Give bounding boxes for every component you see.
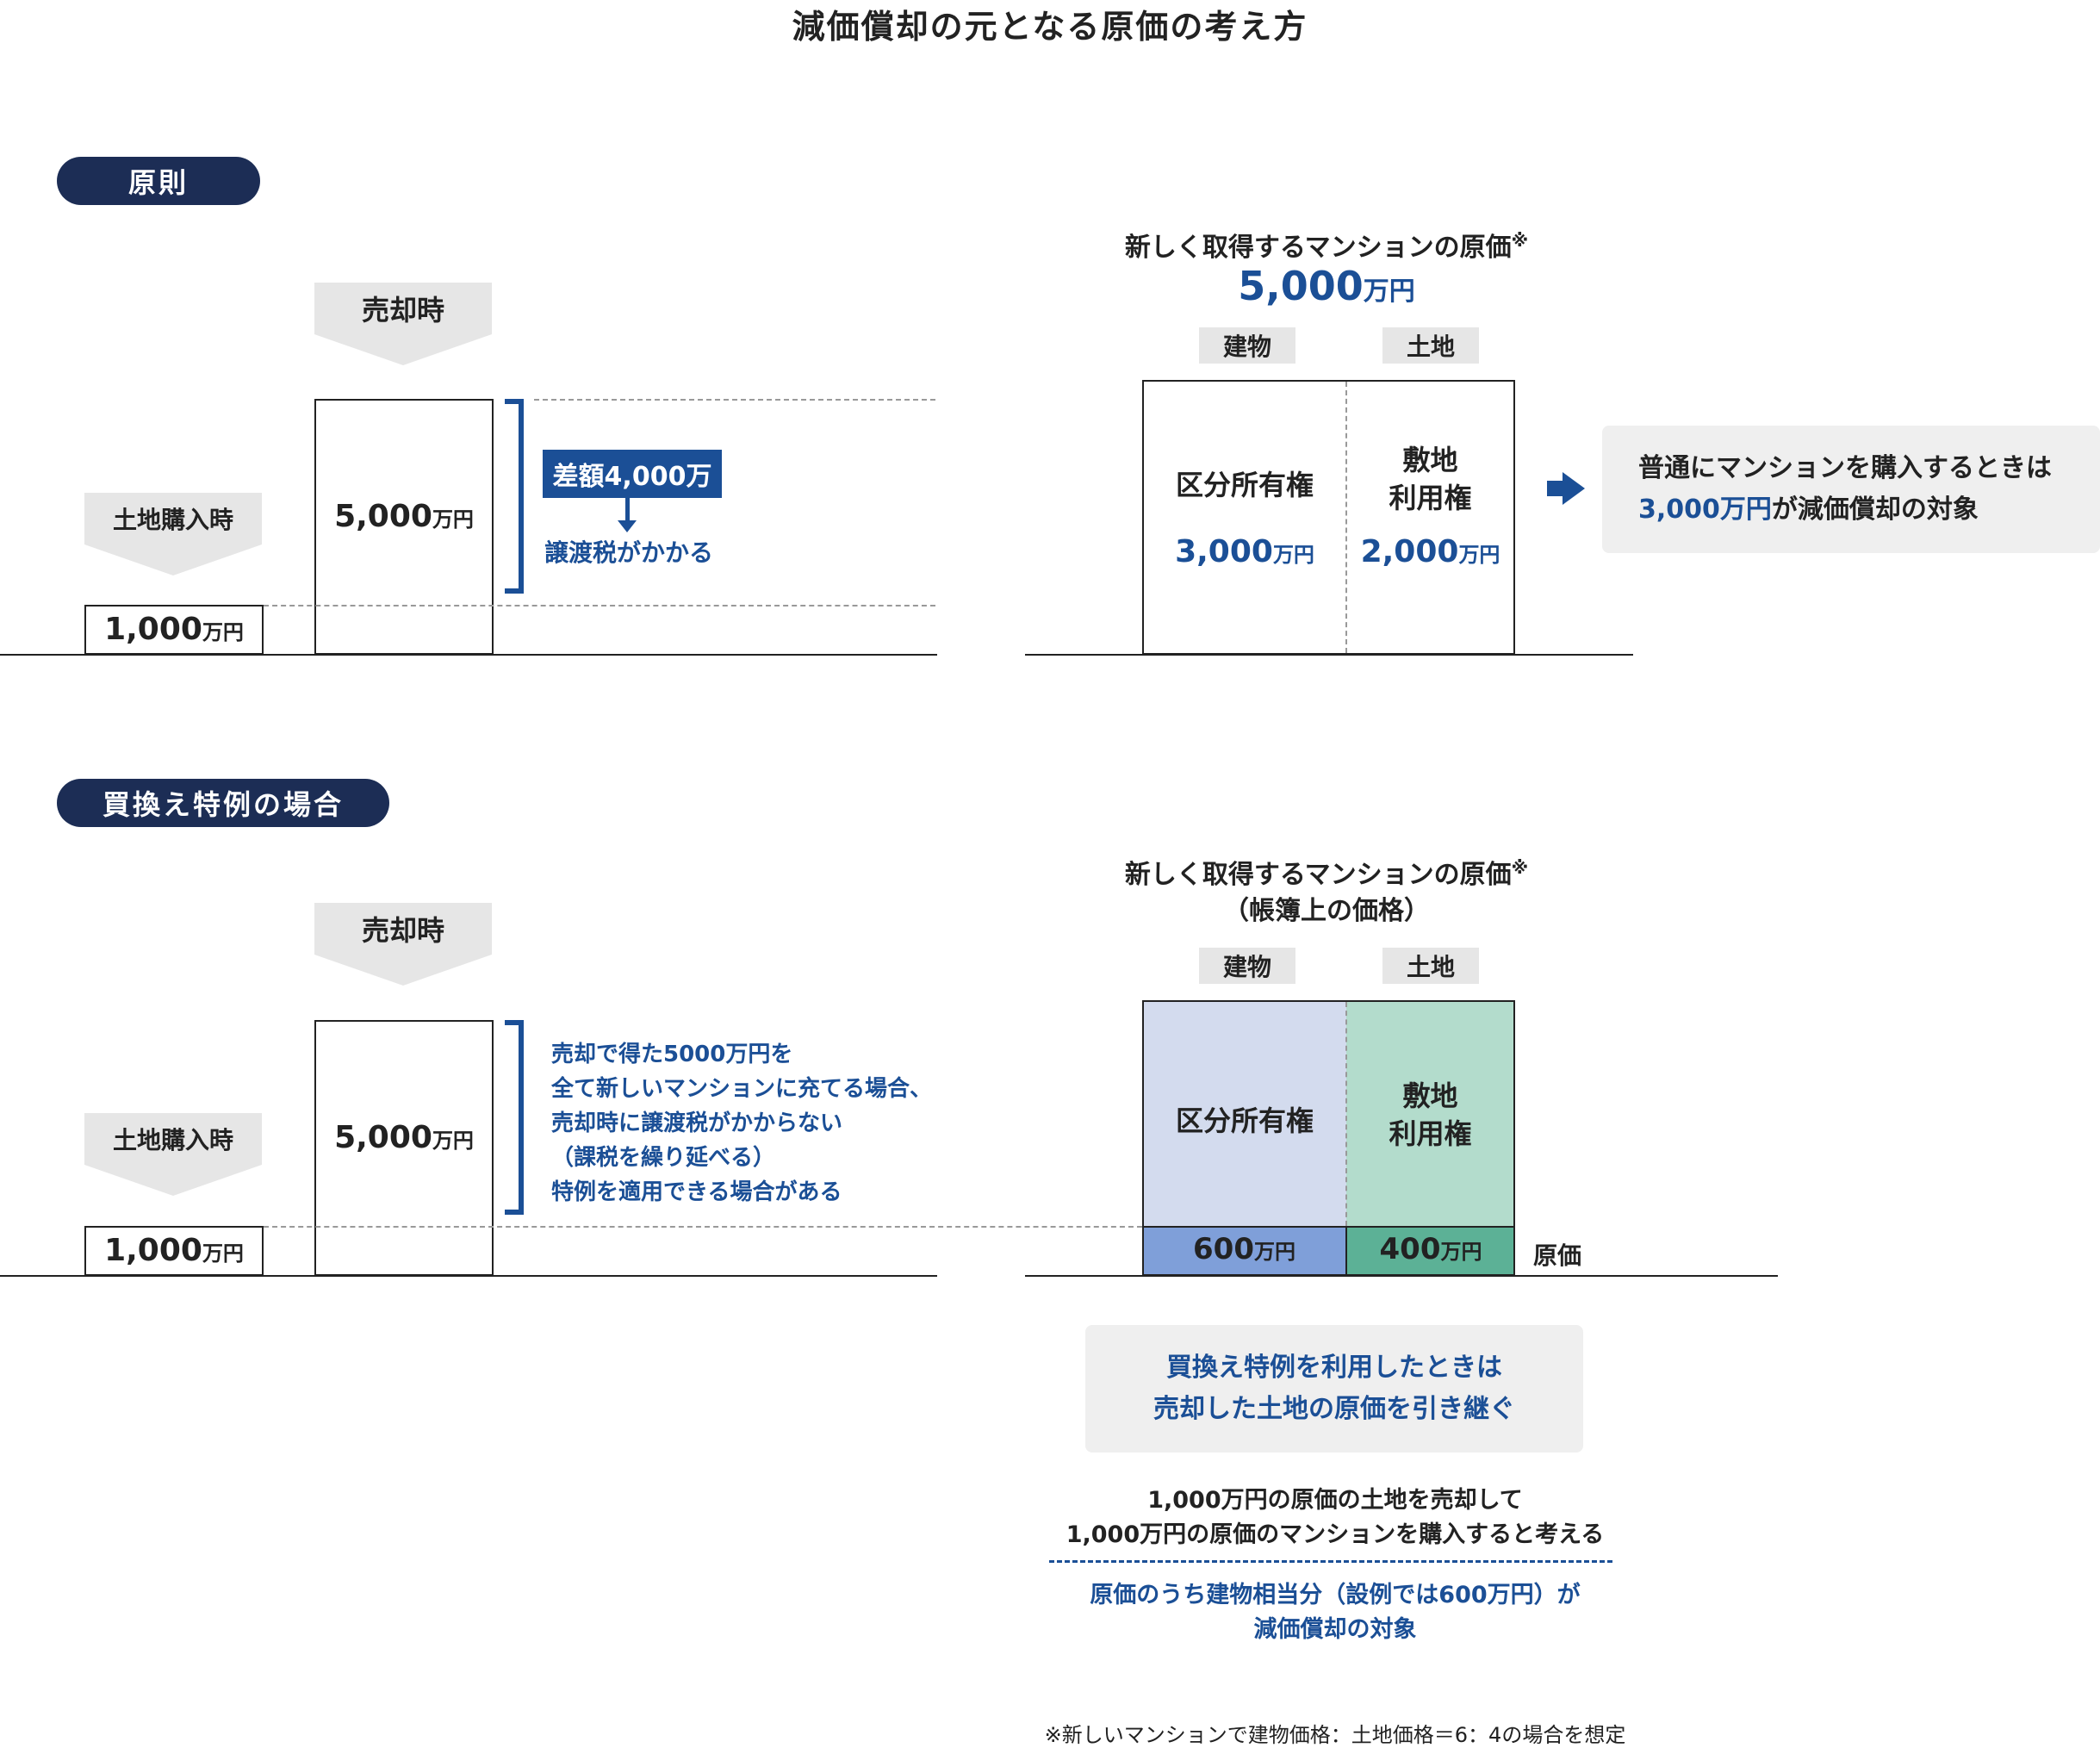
sale-banner-arrow bbox=[314, 334, 492, 365]
land-purchase-banner-arrow bbox=[84, 544, 262, 575]
land-cost-fill bbox=[1346, 1227, 1515, 1275]
condo-divider bbox=[1345, 382, 1347, 653]
land-right-label: 敷地利用権 bbox=[1389, 444, 1472, 514]
land-purchase-banner: 土地購入時 bbox=[84, 493, 262, 544]
sale-value-2: 5,000万円 bbox=[334, 1120, 474, 1155]
building-cost-value: 600万円 bbox=[1193, 1232, 1295, 1266]
bracket bbox=[505, 399, 524, 594]
sale-box: 5,000万円 bbox=[314, 399, 494, 655]
diff-label: 差額4,000万 bbox=[543, 450, 722, 498]
special-description: 売却で得た5000万円を 全て新しいマンションに充てる場合、 売却時に譲渡税がか… bbox=[551, 1042, 933, 1205]
special-note-line1: 買換え特例を利用したときは bbox=[1166, 1353, 1502, 1383]
condo-divider-2 bbox=[1345, 1002, 1347, 1226]
land-right-label-2: 敷地利用権 bbox=[1389, 1079, 1472, 1150]
special-note-line2: 売却した土地の原価を引き継ぐ bbox=[1153, 1394, 1515, 1424]
cost-mid-divider bbox=[1345, 1227, 1347, 1275]
land-tag-2: 土地 bbox=[1382, 948, 1479, 984]
sale-value: 5,000万円 bbox=[334, 499, 474, 534]
ground-line-left bbox=[0, 654, 937, 656]
land-purchase-box-2: 1,000万円 bbox=[84, 1226, 264, 1276]
sale-box-2: 5,000万円 bbox=[314, 1020, 494, 1276]
note-box-special: 買換え特例を利用したときは 売却した土地の原価を引き継ぐ bbox=[1085, 1325, 1583, 1453]
new-cost-subtitle-2: （帳簿上の価格） bbox=[1223, 896, 1430, 926]
section-pill-special: 買換え特例の場合 bbox=[57, 779, 389, 827]
building-fill bbox=[1142, 1000, 1346, 1227]
building-label: 区分所有権 bbox=[1175, 469, 1314, 501]
land-cost-value: 400万円 bbox=[1379, 1232, 1482, 1266]
down-arrow-icon bbox=[618, 520, 637, 532]
building-tag: 建物 bbox=[1199, 327, 1295, 364]
note-line1: 普通にマンションを購入するときは bbox=[1638, 453, 2052, 483]
land-purchase-value: 1,000万円 bbox=[104, 612, 244, 647]
note-line2: 3,000万円が減価償却の対象 bbox=[1638, 495, 1979, 525]
sale-banner-2: 売却時 bbox=[314, 903, 492, 955]
new-cost-title-2: 新しく取得するマンションの原価※ bbox=[1124, 857, 1529, 890]
down-arrow-shaft bbox=[625, 498, 630, 522]
right-arrow-shaft bbox=[1547, 481, 1564, 496]
ground-line-right bbox=[1025, 654, 1633, 656]
cost-label: 原価 bbox=[1533, 1241, 1582, 1270]
building-label-2: 区分所有権 bbox=[1175, 1104, 1314, 1137]
building-cost-fill bbox=[1142, 1227, 1346, 1275]
land-purchase-banner-arrow-2 bbox=[84, 1165, 262, 1196]
land-purchase-banner-2: 土地購入時 bbox=[84, 1113, 262, 1165]
land-right-value: 2,000万円 bbox=[1360, 534, 1500, 569]
bracket-2 bbox=[505, 1020, 524, 1215]
sale-banner-arrow-2 bbox=[314, 955, 492, 986]
land-purchase-value-2: 1,000万円 bbox=[104, 1233, 244, 1268]
cost-divider bbox=[1143, 1226, 1514, 1228]
condo-box bbox=[1142, 380, 1515, 655]
diff-note: 譲渡税がかかる bbox=[544, 538, 714, 567]
sale-banner: 売却時 bbox=[314, 283, 492, 334]
dash-line-cost bbox=[264, 1226, 1142, 1228]
section-pill-principle: 原則 bbox=[57, 157, 260, 205]
new-cost-total: 5,000万円 bbox=[1238, 263, 1415, 309]
right-arrow-icon bbox=[1563, 472, 1585, 505]
explanation-top: 1,000万円の原価の土地を売却して 1,000万円の原価のマンションを購入する… bbox=[1066, 1487, 1605, 1548]
building-value: 3,000万円 bbox=[1175, 534, 1314, 569]
dash-line-bottom bbox=[264, 605, 935, 607]
explanation-bottom: 原価のうち建物相当分（設例では600万円）が 減価償却の対象 bbox=[1090, 1582, 1581, 1643]
ground-line-left-2 bbox=[0, 1275, 937, 1277]
building-tag-2: 建物 bbox=[1199, 948, 1295, 984]
footnote: ※新しいマンションで建物価格：土地価格＝6：4の場合を想定 bbox=[1044, 1723, 1626, 1747]
new-cost-title: 新しく取得するマンションの原価※ bbox=[1124, 230, 1529, 263]
land-purchase-box: 1,000万円 bbox=[84, 605, 264, 655]
page-title: 減価償却の元となる原価の考え方 bbox=[792, 8, 1308, 46]
land-fill bbox=[1346, 1000, 1515, 1227]
note-box-principle: 普通にマンションを購入するときは 3,000万円が減価償却の対象 bbox=[1602, 426, 2100, 553]
explanation-divider bbox=[1049, 1560, 1612, 1563]
land-tag: 土地 bbox=[1382, 327, 1479, 364]
ground-line-right-2 bbox=[1025, 1275, 1778, 1277]
dash-line-top bbox=[534, 399, 935, 401]
